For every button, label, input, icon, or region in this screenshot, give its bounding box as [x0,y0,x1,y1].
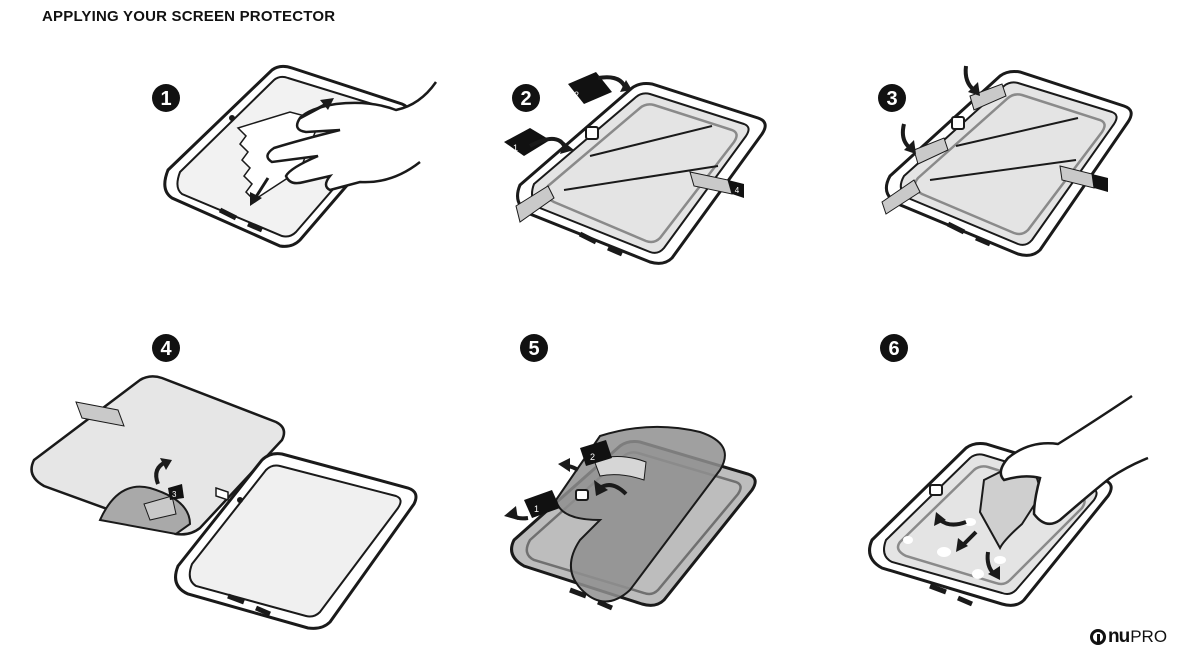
step-1: 1 [152,64,438,248]
tab-2-step-5: 2 [580,440,612,466]
tab-1-step-5: 1 [524,490,560,518]
step-3-number: 3 [886,88,897,110]
step-2: 2 4 1 2 [504,72,767,265]
step-4-badge: 4 [152,334,180,362]
press-arrow-icon [963,65,976,92]
step-2-number: 2 [520,88,531,110]
step-6-badge: 6 [880,334,908,362]
step-4-number: 4 [160,338,172,360]
tablet-step-3 [881,70,1133,257]
tablet-step-2 [516,82,767,265]
step-3: 3 [878,65,1133,257]
tab-4: 4 [689,171,744,198]
step-2-badge: 2 [512,84,540,112]
page-title: APPLYING YOUR SCREEN PROTECTOR [42,8,336,25]
step-6-number: 6 [888,338,899,360]
tab-4-label: 4 [735,186,740,195]
step-5-number: 5 [528,338,539,360]
air-bubbles [903,518,1006,579]
step-1-number: 1 [160,88,171,110]
step-5: 5 2 1 [504,334,757,611]
step-3-badge: 3 [878,84,906,112]
tab-strip-left [515,185,555,223]
tab-1-label: 1 [513,143,518,153]
hand-icon [266,81,438,192]
tab-1: 1 [504,128,550,156]
step-6: 6 [868,334,1149,607]
tablet-step-4 [174,452,418,630]
nupro-logo-icon [1090,629,1106,645]
tab-1-label: 1 [534,504,539,514]
logo-pro: PRO [1130,627,1168,646]
step-1-badge: 1 [152,84,180,112]
step-4: 4 3 [30,334,418,630]
hand-icon [999,394,1149,526]
logo-nu: nu [1108,626,1130,647]
nupro-logo: nu PRO [1090,626,1168,647]
tab-2: 2 [568,72,612,104]
tab-3-label: 3 [172,490,177,499]
step-5-badge: 5 [520,334,548,362]
press-arrow-icon [900,123,912,150]
tab-2-label: 2 [574,90,579,100]
tab-2-label: 2 [590,452,595,462]
